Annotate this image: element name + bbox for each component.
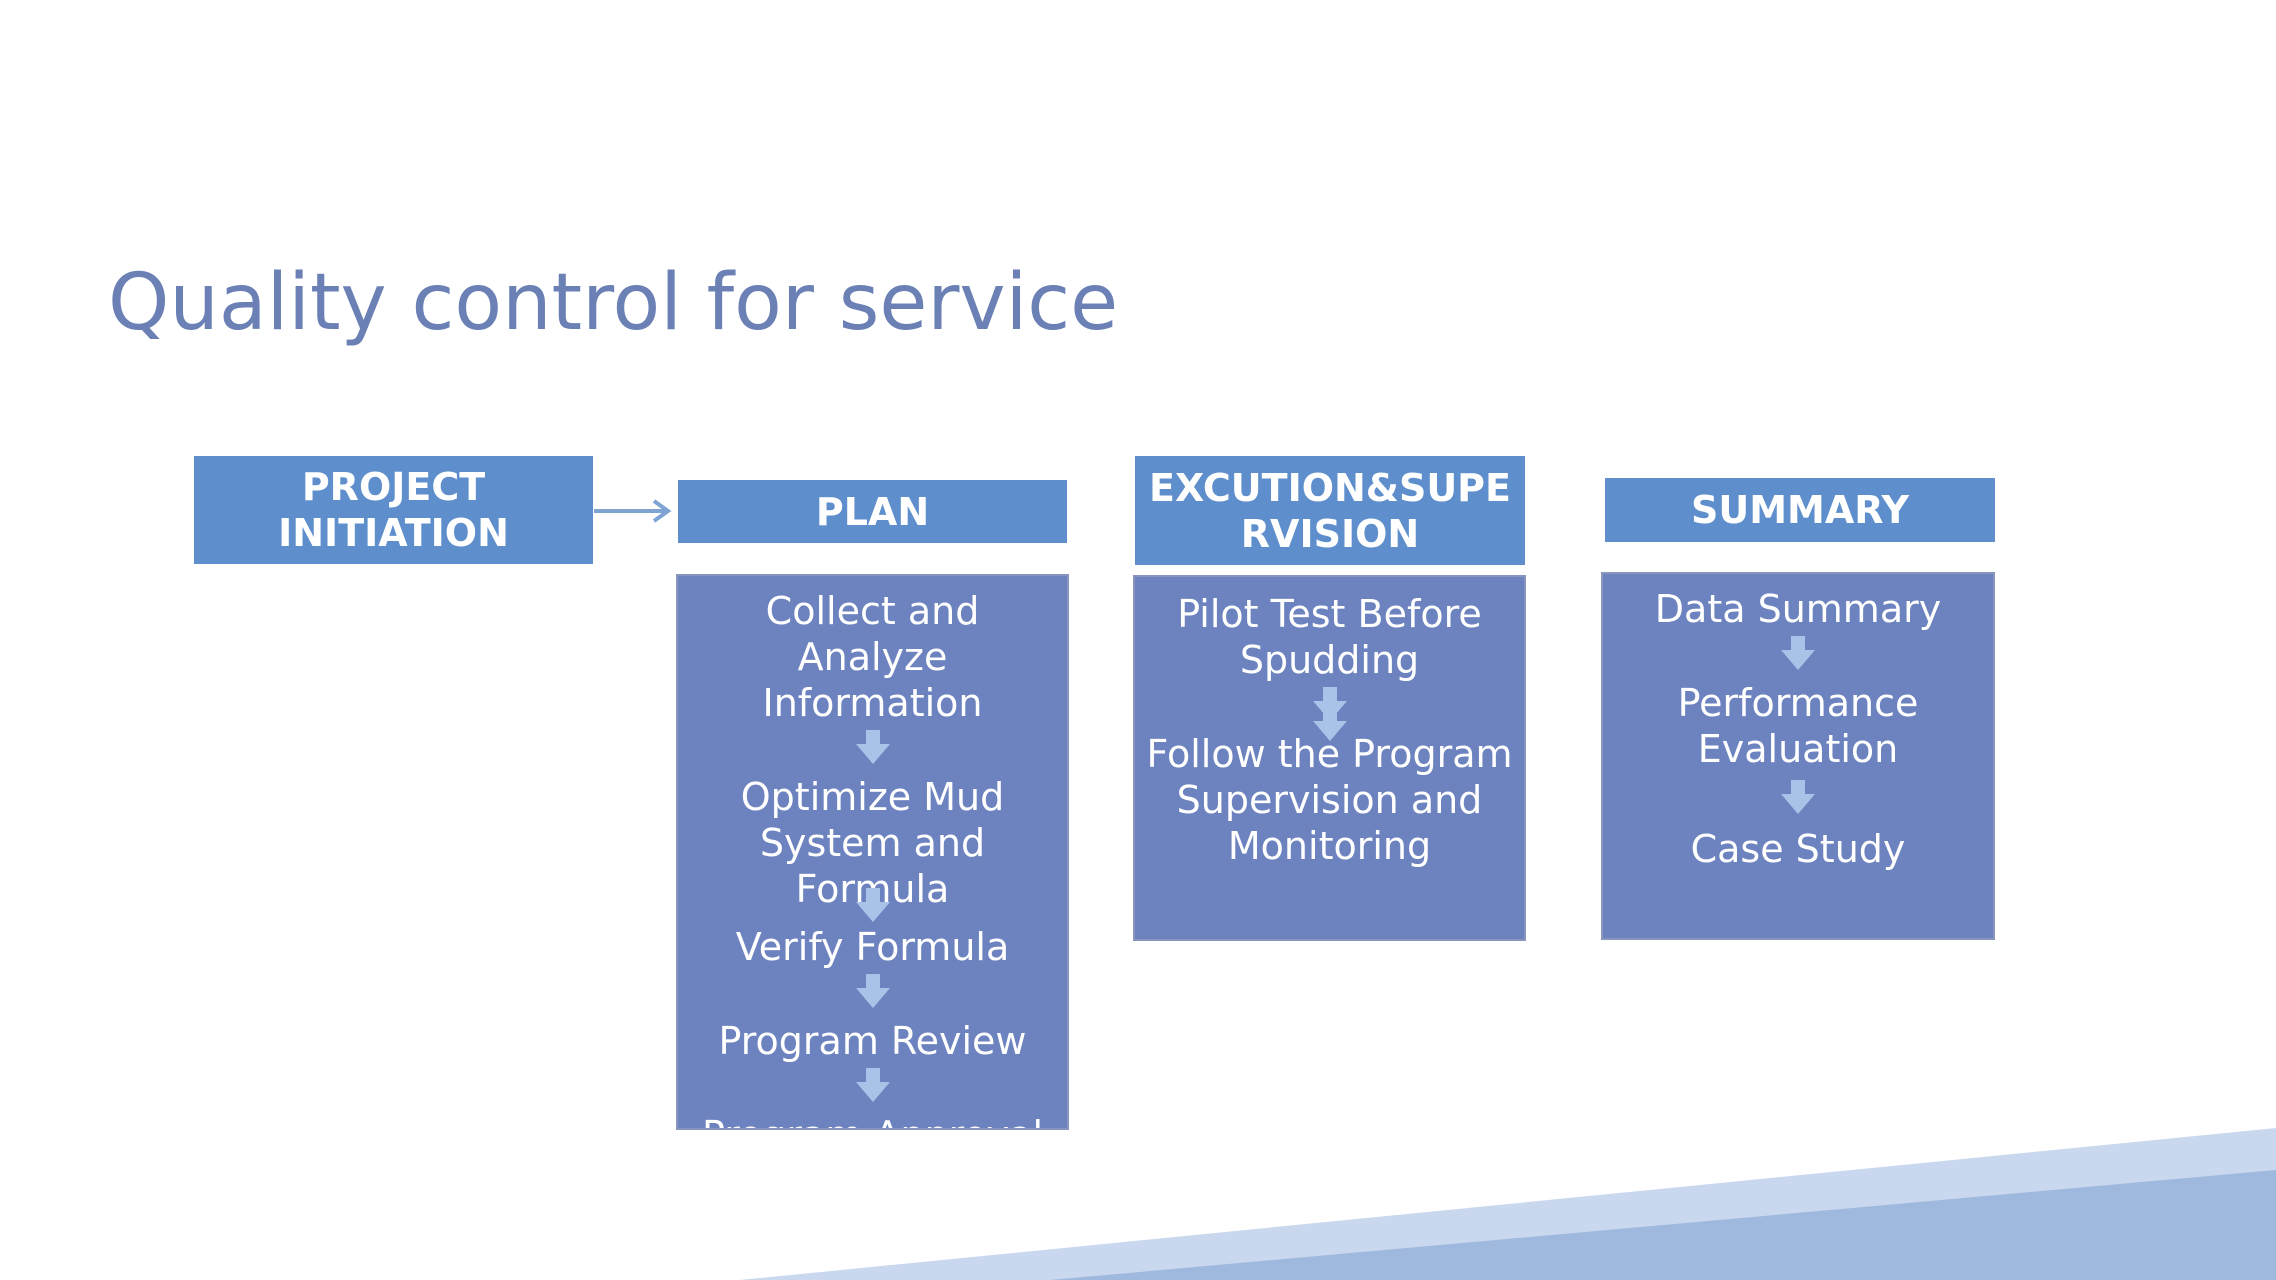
plan-steps-box: Collect and Analyze Information Optimize…: [676, 574, 1069, 1130]
execution-step-pilot-test: Pilot Test Before Spudding: [1177, 592, 1482, 682]
execution-supervision-header-label: EXCUTION&SUPERVISION: [1149, 465, 1511, 556]
summary-step-data-summary: Data Summary: [1654, 587, 1942, 631]
down-arrow-icon: [1781, 780, 1815, 814]
execution-supervision-header: EXCUTION&SUPERVISION: [1135, 456, 1525, 565]
summary-steps-box: Data Summary Performance Evaluation Case…: [1601, 572, 1995, 940]
decor-wedge-dark: [1050, 1170, 2276, 1280]
plan-header-label: PLAN: [815, 489, 930, 534]
down-arrow-icon: [1312, 687, 1347, 721]
execution-steps-box: Pilot Test Before Spudding Follow the Pr…: [1133, 575, 1526, 941]
down-arrow-icon: [855, 974, 890, 1008]
page-title: Quality control for service: [108, 258, 1119, 348]
project-initiation-header-label: PROJECT INITIATION: [278, 465, 509, 555]
down-arrow-icon: [855, 888, 890, 922]
down-arrow-icon: [855, 730, 890, 764]
plan-step-collect-analyze: Collect and Analyze Information: [762, 589, 983, 725]
project-initiation-header: PROJECT INITIATION: [194, 456, 593, 564]
execution-step-supervision-monitoring: Supervision and Monitoring: [1176, 778, 1483, 868]
summary-step-performance-evaluation: Performance Evaluation: [1677, 681, 1919, 771]
connector-arrow-icon: [594, 499, 672, 523]
summary-header: SUMMARY: [1605, 478, 1995, 542]
summary-step-case-study: Case Study: [1690, 827, 1906, 871]
plan-step-program-approval: Program Approval: [678, 1112, 1067, 1128]
summary-header-label: SUMMARY: [1691, 488, 1909, 532]
plan-step-verify-formula: Verify Formula: [735, 925, 1010, 969]
down-arrow-icon: [855, 1068, 890, 1102]
plan-header: PLAN: [678, 480, 1067, 543]
down-arrow-icon: [1781, 636, 1815, 670]
plan-step-program-review: Program Review: [718, 1019, 1027, 1063]
down-arrow-icon: [1312, 707, 1347, 741]
